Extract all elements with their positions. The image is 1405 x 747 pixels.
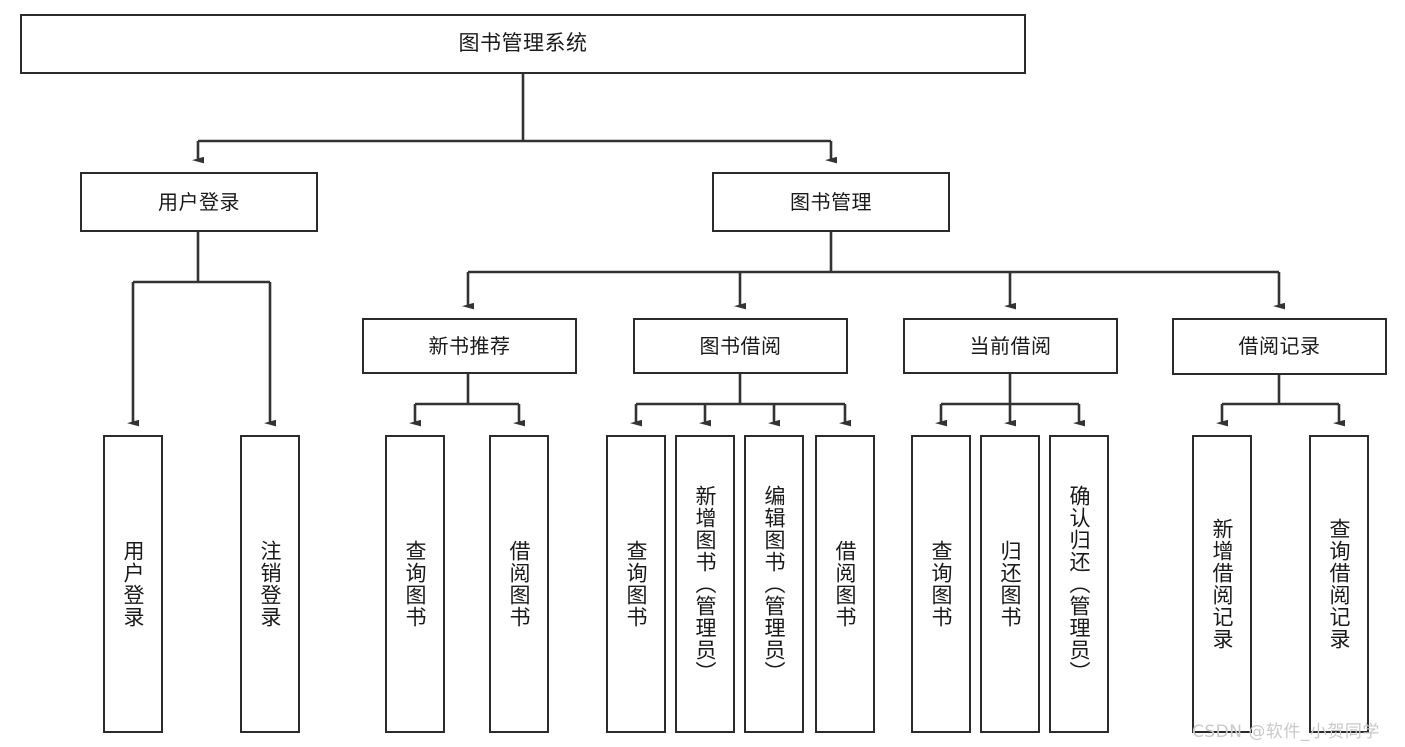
leaf-query-book-new-book-group[interactable]: 查询图书 — [385, 435, 445, 733]
leaf-query-book-1-label: 查询图书 — [403, 540, 428, 628]
node-user-login-label: 用户登录 — [158, 189, 240, 214]
leaf-return-book[interactable]: 归还图书 — [980, 435, 1040, 733]
node-borrow-record[interactable]: 借阅记录 — [1172, 318, 1387, 375]
leaf-query-book-borrow-group[interactable]: 查询图书 — [606, 435, 666, 733]
node-book-management-label: 图书管理 — [790, 189, 872, 214]
node-current-borrow-label: 当前借阅 — [969, 333, 1052, 358]
leaf-logout-login[interactable]: 注销登录 — [240, 435, 300, 733]
node-new-book-recommend-label: 新书推荐 — [428, 333, 511, 358]
leaf-confirm-return-admin-label: 确认归还（管理员） — [1067, 485, 1092, 683]
leaf-query-book-2-label: 查询图书 — [624, 540, 649, 628]
leaf-query-borrow-record[interactable]: 查询借阅记录 — [1309, 435, 1369, 733]
leaf-borrow-book-new-book-group[interactable]: 借阅图书 — [489, 435, 549, 733]
node-root-system-label: 图书管理系统 — [458, 31, 588, 56]
node-root-system[interactable]: 图书管理系统 — [20, 14, 1026, 74]
leaf-logout-login-label: 注销登录 — [258, 540, 283, 628]
node-user-login[interactable]: 用户登录 — [80, 172, 318, 232]
node-book-borrow[interactable]: 图书借阅 — [633, 318, 848, 374]
node-borrow-record-label: 借阅记录 — [1238, 334, 1321, 359]
leaf-add-borrow-record[interactable]: 新增借阅记录 — [1192, 435, 1252, 733]
leaf-query-book-3-label: 查询图书 — [929, 540, 954, 628]
node-book-borrow-label: 图书借阅 — [699, 333, 782, 358]
node-book-management[interactable]: 图书管理 — [712, 172, 950, 232]
leaf-add-book-admin[interactable]: 新增图书（管理员） — [675, 435, 735, 733]
leaf-edit-book-admin[interactable]: 编辑图书（管理员） — [744, 435, 804, 733]
node-new-book-recommend[interactable]: 新书推荐 — [362, 318, 577, 374]
leaf-query-borrow-record-label: 查询借阅记录 — [1327, 518, 1352, 650]
leaf-return-book-label: 归还图书 — [998, 540, 1023, 628]
csdn-watermark: CSDN @软件_小贺同学 — [1192, 722, 1380, 742]
leaf-edit-book-admin-label: 编辑图书（管理员） — [762, 485, 787, 683]
leaf-add-borrow-record-label: 新增借阅记录 — [1210, 518, 1235, 650]
leaf-user-login[interactable]: 用户登录 — [103, 435, 163, 733]
leaf-borrow-book-borrow-group[interactable]: 借阅图书 — [815, 435, 875, 733]
leaf-borrow-book-1-label: 借阅图书 — [507, 540, 532, 628]
leaf-add-book-admin-label: 新增图书（管理员） — [693, 485, 718, 683]
leaf-borrow-book-2-label: 借阅图书 — [833, 540, 858, 628]
node-current-borrow[interactable]: 当前借阅 — [903, 318, 1118, 374]
leaf-user-login-label: 用户登录 — [121, 540, 146, 628]
leaf-confirm-return-admin[interactable]: 确认归还（管理员） — [1049, 435, 1109, 733]
leaf-query-book-current-group[interactable]: 查询图书 — [911, 435, 971, 733]
